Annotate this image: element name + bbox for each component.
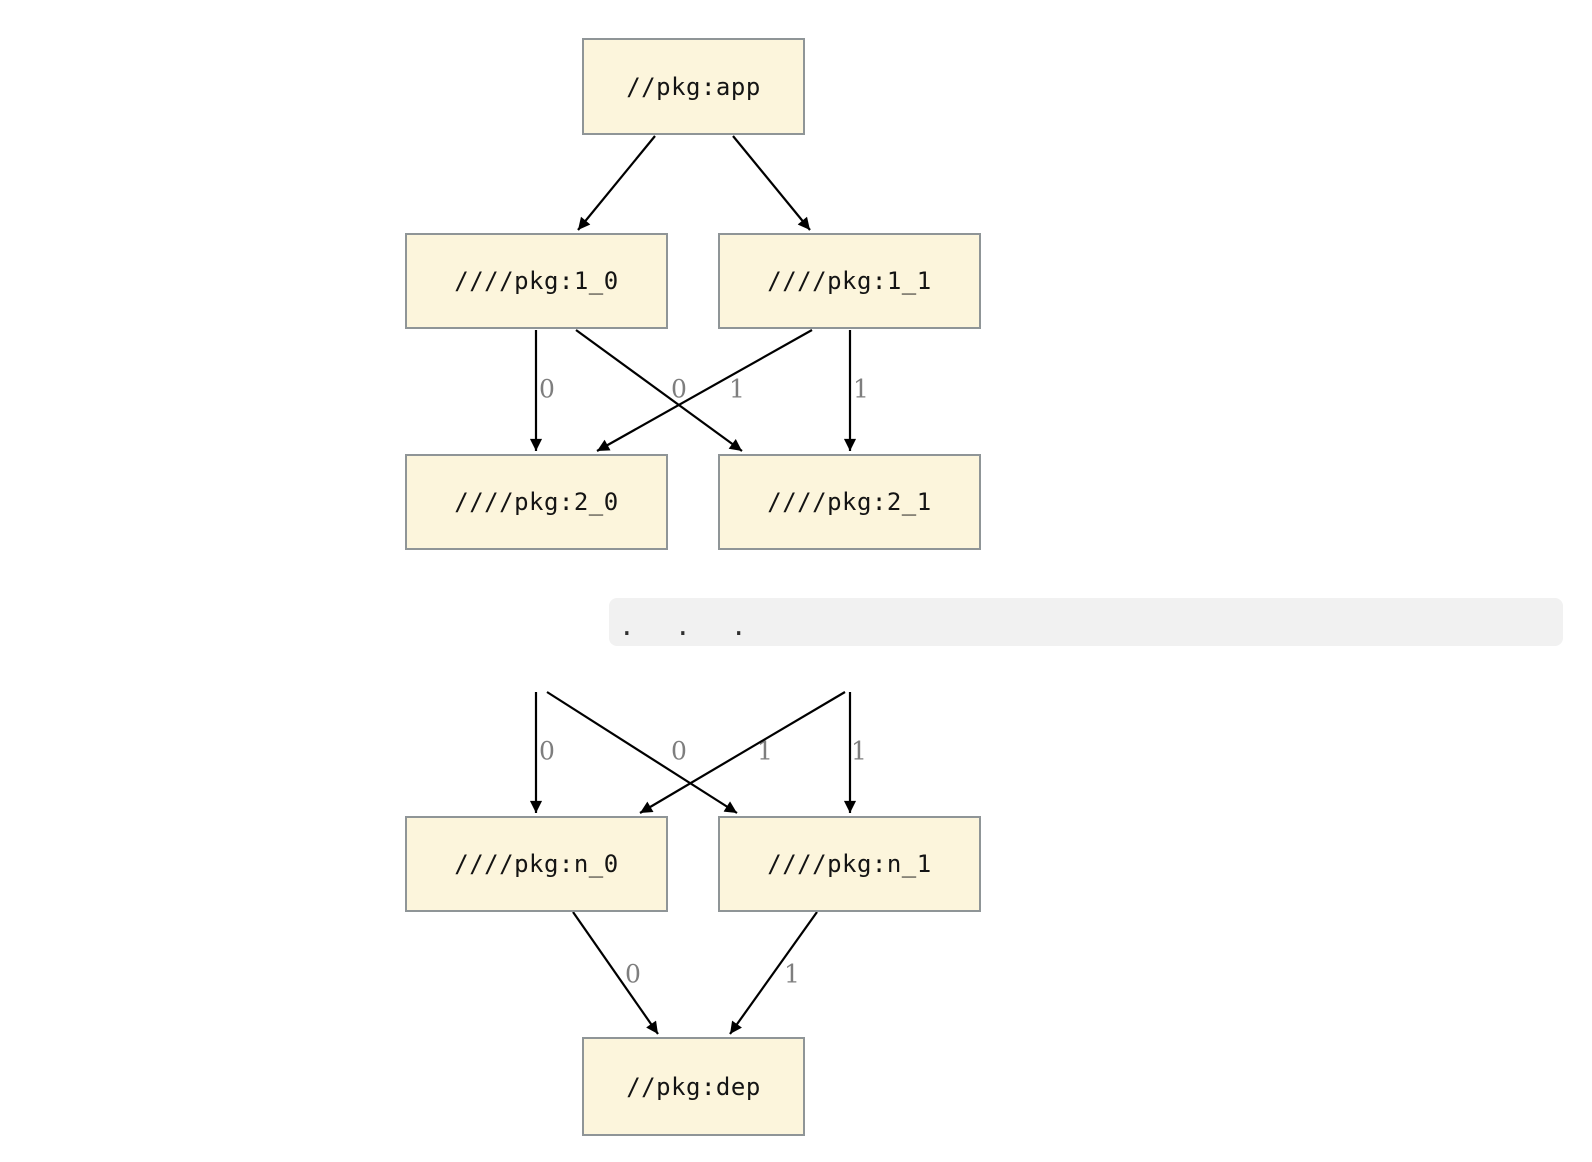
edge-label: 0 (539, 375, 555, 404)
edge-label: 0 (539, 737, 555, 766)
edge-label: 1 (784, 960, 800, 989)
ellipsis-dots: . . . (619, 612, 750, 642)
dependency-edge-app-to-1_0 (577, 135, 656, 231)
graph-node-dep: //pkg:dep (582, 1037, 805, 1136)
edge-label: 1 (729, 375, 745, 404)
node-label: ////pkg:2_1 (767, 488, 932, 516)
edge-label: 1 (757, 737, 773, 766)
dependency-edge-ellipsis-to-n_0 (639, 691, 846, 814)
graph-node-app: //pkg:app (582, 38, 805, 135)
graph-node-1_0: ////pkg:1_0 (405, 233, 668, 329)
edge-label: 0 (671, 375, 687, 404)
dependency-edge-n_0-to-dep (572, 911, 659, 1035)
node-label: ////pkg:n_1 (767, 850, 932, 878)
graph-node-n_0: ////pkg:n_0 (405, 816, 668, 912)
edge-label: 1 (851, 737, 867, 766)
dependency-edge-ellipsis-to-n_1 (546, 691, 738, 814)
graph-node-1_1: ////pkg:1_1 (718, 233, 981, 329)
edge-label: 0 (625, 960, 641, 989)
node-label: ////pkg:1_1 (767, 267, 932, 295)
node-label: //pkg:app (626, 72, 761, 101)
node-label: ////pkg:n_0 (454, 850, 619, 878)
node-label: //pkg:dep (626, 1072, 761, 1101)
edge-label: 1 (853, 375, 869, 404)
graph-node-2_0: ////pkg:2_0 (405, 454, 668, 550)
dependency-edge-1_0-to-2_1 (575, 329, 743, 452)
dependency-edge-1_1-to-2_0 (596, 329, 813, 452)
node-label: ////pkg:2_0 (454, 488, 619, 516)
graph-node-n_1: ////pkg:n_1 (718, 816, 981, 912)
node-label: ////pkg:1_0 (454, 267, 619, 295)
graph-node-2_1: ////pkg:2_1 (718, 454, 981, 550)
dependency-edge-n_1-to-dep (729, 911, 818, 1035)
dependency-edge-app-to-1_1 (732, 135, 811, 231)
ellipsis-band: . . . (609, 598, 1563, 646)
edge-label: 0 (671, 737, 687, 766)
